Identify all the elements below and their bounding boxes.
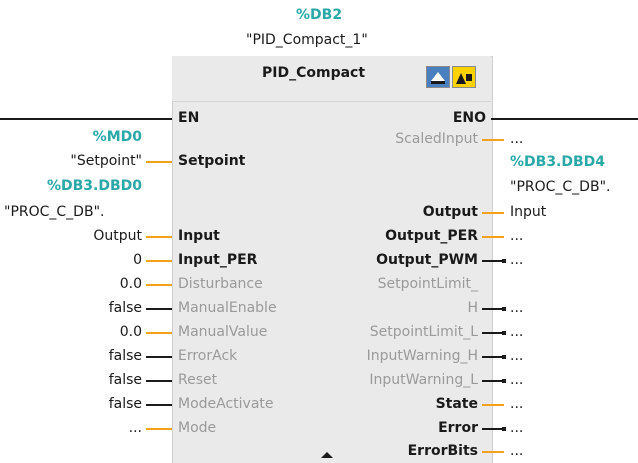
setpoint-limit-l-pin-line [482, 332, 504, 334]
pin-error-bits[interactable]: ErrorBits [407, 443, 478, 459]
instance-db-address[interactable]: %DB2 [296, 7, 343, 23]
output-pwm-pin-end [502, 259, 506, 263]
output-value-line2[interactable]: Input [510, 204, 547, 220]
scaled-input-value[interactable]: ... [510, 131, 524, 147]
setpoint-limit-l-pin-end [502, 331, 506, 335]
manual-enable-value[interactable]: false [108, 300, 142, 316]
pin-manual-value[interactable]: ManualValue [178, 324, 268, 340]
input-pin-line [146, 236, 172, 238]
input-address[interactable]: %DB3.DBD0 [46, 178, 142, 194]
pin-setpoint[interactable]: Setpoint [178, 153, 246, 169]
input-warning-l-pin-end [502, 379, 506, 383]
pin-reset[interactable]: Reset [178, 372, 218, 388]
pin-input-per[interactable]: Input_PER [178, 252, 258, 268]
setpoint-limit-h-pin-end [502, 307, 506, 311]
pin-output-per[interactable]: Output_PER [385, 228, 478, 244]
pid-compact-block[interactable] [172, 56, 493, 463]
pin-output[interactable]: Output [422, 204, 478, 220]
setpoint-limit-h-value[interactable]: ... [510, 300, 524, 316]
mode-pin-line [146, 428, 172, 430]
error-value[interactable]: ... [510, 420, 524, 436]
block-title: PID_Compact [262, 65, 366, 81]
setpoint-value[interactable]: "Setpoint" [70, 153, 142, 169]
reset-value[interactable]: false [108, 372, 142, 388]
pin-setpoint-limit-l[interactable]: SetpointLimit_L [369, 324, 478, 340]
manual-value-pin-line [146, 332, 172, 334]
mode-activate-value[interactable]: false [108, 396, 142, 412]
input-warning-h-pin-end [502, 355, 506, 359]
pin-state[interactable]: State [435, 396, 478, 412]
error-bits-value[interactable]: ... [510, 443, 524, 459]
setpoint-limit-h-pin-line [482, 308, 504, 310]
mode-value[interactable]: ... [128, 420, 142, 436]
manual-value-value[interactable]: 0.0 [119, 324, 142, 340]
pin-input[interactable]: Input [178, 228, 220, 244]
pin-scaled-input[interactable]: ScaledInput [395, 131, 478, 147]
state-pin-line [482, 404, 504, 406]
input-warning-l-pin-line [482, 380, 504, 382]
error-ack-value[interactable]: false [108, 348, 142, 364]
output-value-line1[interactable]: "PROC_C_DB". [510, 179, 611, 195]
output-pin-line [482, 212, 504, 214]
en-rail-line [0, 118, 172, 120]
input-warning-h-value[interactable]: ... [510, 348, 524, 364]
collapse-arrow-icon[interactable] [321, 452, 333, 458]
blocks-icon[interactable] [426, 66, 450, 88]
input-value-line2[interactable]: Output [93, 228, 142, 244]
pin-eno[interactable]: ENO [452, 110, 486, 126]
input-value-line1[interactable]: "PROC_C_DB". [4, 204, 105, 220]
input-per-pin-line [146, 260, 172, 262]
setpoint-address[interactable]: %MD0 [92, 129, 142, 145]
pin-mode-activate[interactable]: ModeActivate [178, 396, 274, 412]
pin-setpoint-limit-h-line1[interactable]: SetpointLimit_ [377, 276, 478, 292]
instance-db-name[interactable]: "PID_Compact_1" [246, 32, 368, 48]
input-warning-h-pin-line [482, 356, 504, 358]
pin-input-warning-h[interactable]: InputWarning_H [366, 348, 478, 364]
output-pwm-value[interactable]: ... [510, 252, 524, 268]
output-per-pin-line [482, 236, 504, 238]
lock-warning-icon[interactable] [452, 66, 476, 88]
mode-activate-pin-line [146, 404, 172, 406]
setpoint-pin-line [146, 161, 172, 163]
output-per-value[interactable]: ... [510, 228, 524, 244]
output-pwm-pin-line [482, 260, 504, 262]
reset-pin-line [146, 380, 172, 382]
output-address[interactable]: %DB3.DBD4 [510, 154, 606, 170]
input-per-value[interactable]: 0 [133, 252, 142, 268]
error-bits-pin-line [482, 451, 504, 453]
error-pin-line [482, 428, 504, 430]
pin-disturbance[interactable]: Disturbance [178, 276, 263, 292]
pin-input-warning-l[interactable]: InputWarning_L [369, 372, 478, 388]
pin-mode[interactable]: Mode [178, 420, 217, 436]
input-warning-l-value[interactable]: ... [510, 372, 524, 388]
manual-enable-pin-line [146, 308, 172, 310]
scaled-input-pin-line [482, 139, 504, 141]
error-pin-end [502, 427, 506, 431]
pin-setpoint-limit-h-line2[interactable]: H [467, 300, 478, 316]
disturbance-value[interactable]: 0.0 [119, 276, 142, 292]
pin-output-pwm[interactable]: Output_PWM [376, 252, 478, 268]
pin-en[interactable]: EN [178, 110, 200, 126]
pin-error[interactable]: Error [438, 420, 478, 436]
disturbance-pin-line [146, 284, 172, 286]
pin-manual-enable[interactable]: ManualEnable [178, 300, 277, 316]
error-ack-pin-line [146, 356, 172, 358]
state-value[interactable]: ... [510, 396, 524, 412]
pin-error-ack[interactable]: ErrorAck [178, 348, 238, 364]
eno-rail-line [491, 118, 638, 120]
setpoint-limit-l-value[interactable]: ... [510, 324, 524, 340]
